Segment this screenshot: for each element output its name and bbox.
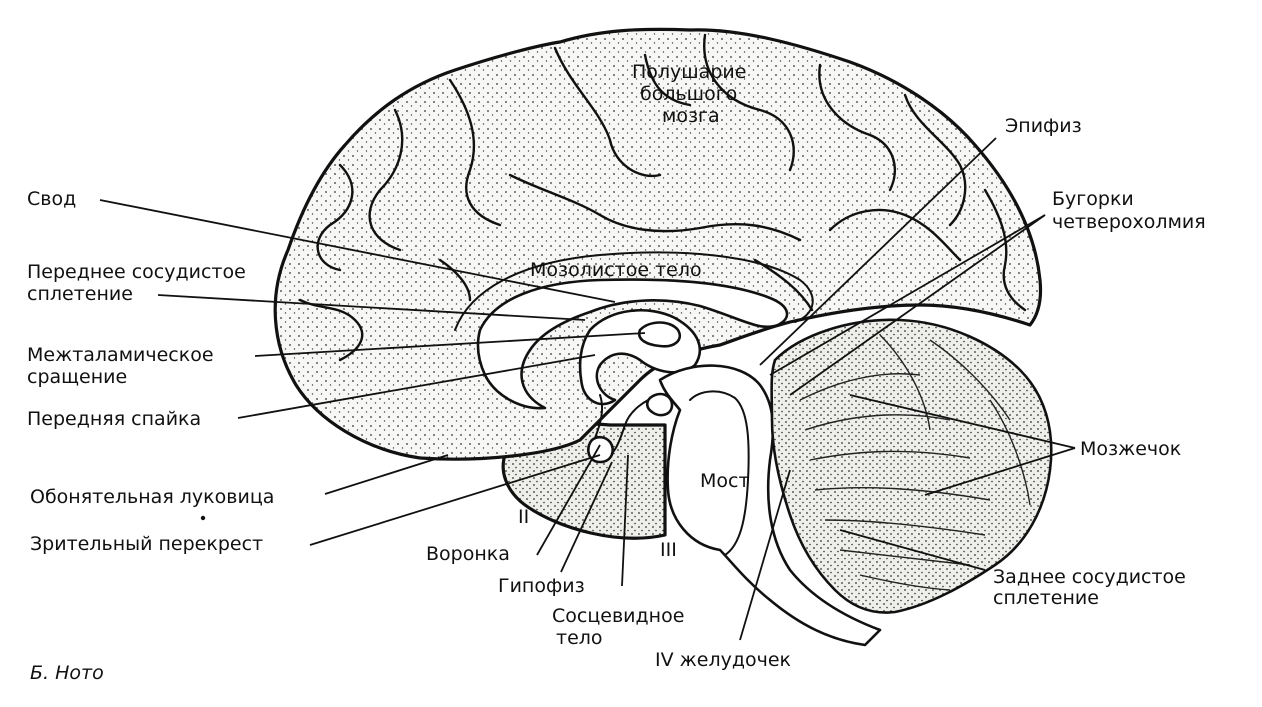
label-hemisphere-3: мозга <box>662 105 720 127</box>
label-fornix: Свод <box>27 188 76 210</box>
label-quadrigemina-1: Бугорки <box>1052 188 1134 210</box>
label-nerve-ii: II <box>518 506 529 528</box>
label-quadrigemina-2: четверохолмия <box>1052 211 1206 233</box>
label-hypophysis: Гипофиз <box>498 575 585 597</box>
label-corpus-callosum: Мозолистое тело <box>530 259 702 281</box>
label-fourth-ventricle: IV желудочек <box>655 649 791 671</box>
label-nerve-iii: III <box>660 539 677 561</box>
label-mammillary-2: тело <box>556 627 603 649</box>
labels: Полушарие большого мозга Эпифиз Бугорки … <box>27 61 1206 684</box>
cerebral-hemisphere <box>273 27 1043 461</box>
label-epiphysis: Эпифиз <box>1005 115 1082 137</box>
label-mammillary-1: Сосцевидное <box>552 605 684 627</box>
label-anterior-commissure: Передняя спайка <box>27 408 201 430</box>
label-interthalamic-1: Межталамическое <box>27 344 214 366</box>
label-anterior-plexus-1: Переднее сосудистое <box>27 261 246 283</box>
label-hemisphere-2: большого <box>640 83 737 105</box>
label-cerebellum: Мозжечок <box>1080 438 1181 460</box>
label-posterior-plexus-1: Заднее сосудистое <box>993 566 1186 588</box>
dot-mark <box>200 515 206 521</box>
cingulate-gyrus <box>454 251 814 331</box>
label-olfactory-bulb: Обонятельная луковица <box>30 486 274 508</box>
label-pons: Мост <box>700 470 750 492</box>
leader-lines <box>99 137 1076 641</box>
label-optic-chiasm: Зрительный перекрест <box>30 533 263 555</box>
label-posterior-plexus-2: сплетение <box>993 587 1099 609</box>
cerebellar-folia <box>799 334 1031 591</box>
label-infundibulum: Воронка <box>426 543 510 565</box>
pons-shape <box>689 390 750 556</box>
corpus-callosum <box>476 278 789 410</box>
interthalamic-adhesion <box>637 321 681 348</box>
gyri-sulci <box>298 33 1027 362</box>
label-hemisphere-1: Полушарие <box>632 61 746 83</box>
mammillary-body-shape <box>645 392 674 417</box>
label-anterior-plexus-2: сплетение <box>27 283 133 305</box>
credit: Б. Ното <box>30 662 104 684</box>
label-interthalamic-2: сращение <box>27 366 127 388</box>
